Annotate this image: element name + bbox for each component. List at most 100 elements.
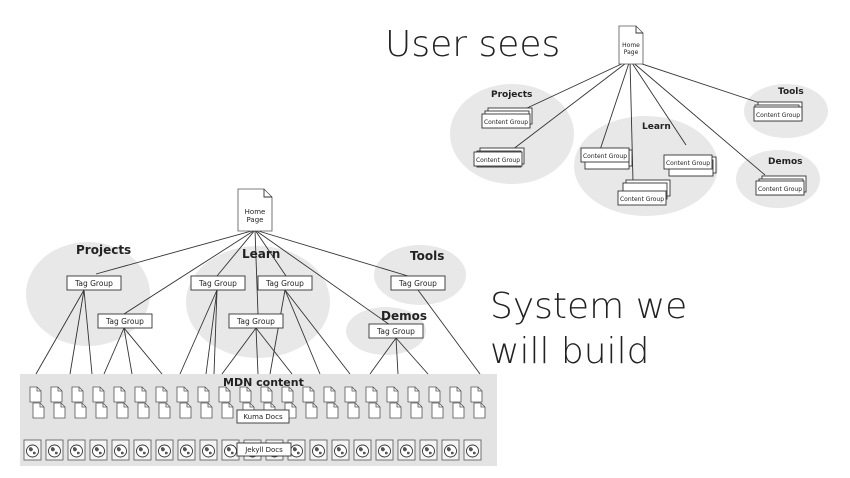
doc-sheet-icon <box>281 386 294 403</box>
top-connector-lines <box>509 59 766 183</box>
doc-sheet-icon <box>368 402 381 419</box>
bottom-label-learn: Learn <box>242 247 280 261</box>
tag-group-learn-1: Tag Group <box>190 275 246 291</box>
headline-user-sees: User sees <box>385 24 560 65</box>
globe-icon <box>89 439 108 461</box>
doc-sheet-icon <box>158 402 171 419</box>
globe-icon <box>463 439 482 461</box>
bottom-label-tools: Tools <box>410 249 444 263</box>
tag-group-learn-3: Tag Group <box>228 313 284 329</box>
tag-group-learn-2: Tag Group <box>257 275 313 291</box>
top-label-learn: Learn <box>642 122 671 132</box>
globe-icon <box>23 439 42 461</box>
globe-icon <box>309 439 328 461</box>
globe-icon <box>397 439 416 461</box>
tag-group-label: Tag Group <box>265 279 304 288</box>
globe-icon <box>111 439 130 461</box>
top-content-group-tools: Content Group <box>753 101 803 122</box>
doc-sheet-icon <box>218 386 231 403</box>
globe-icon <box>221 439 240 461</box>
top-group-learn-ellipse <box>574 116 718 216</box>
content-group-label: Content Group <box>583 153 627 160</box>
tag-group-label: Tag Group <box>398 279 437 288</box>
top-content-group-learn-3: Content Group <box>617 179 671 206</box>
doc-sheet-icon <box>431 402 444 419</box>
content-group-label: Content Group <box>758 186 802 193</box>
kuma-docs-box: Kuma Docs <box>236 409 290 424</box>
top-home-label-1: Home <box>622 42 640 49</box>
tag-group-projects-2: Tag Group <box>97 313 153 329</box>
globe-icon <box>155 439 174 461</box>
headline-system-line-1: System we <box>490 286 687 327</box>
doc-sheet-icon <box>176 386 189 403</box>
doc-sheet-icon <box>473 402 486 419</box>
headline-system-line-2: will build <box>490 331 649 372</box>
doc-sheet-icon <box>449 386 462 403</box>
content-group-label: Content Group <box>476 157 520 164</box>
doc-sheet-icon <box>95 402 108 419</box>
content-group-label: Content Group <box>484 119 528 126</box>
tag-group-projects-1: Tag Group <box>66 275 122 291</box>
tag-group-demos: Tag Group <box>368 323 424 339</box>
doc-sheet-icon <box>386 386 399 403</box>
globe-icon <box>331 439 350 461</box>
top-home-page-icon: Home Page <box>618 25 644 65</box>
top-content-group-learn-1: Content Group <box>580 147 633 170</box>
doc-sheet-icon <box>389 402 402 419</box>
doc-sheet-icon <box>74 402 87 419</box>
doc-sheet-icon <box>200 402 213 419</box>
content-group-label: Content Group <box>756 112 800 119</box>
bottom-tag-to-doc-lines <box>35 289 481 375</box>
doc-sheet-icon <box>134 386 147 403</box>
doc-sheet-icon <box>428 386 441 403</box>
top-home-label-2: Page <box>624 49 639 56</box>
doc-sheet-icon <box>260 386 273 403</box>
globe-icon <box>199 439 218 461</box>
tag-group-label: Tag Group <box>198 279 237 288</box>
top-label-demos: Demos <box>768 157 803 167</box>
doc-sheet-icon <box>221 402 234 419</box>
tag-group-label: Tag Group <box>376 327 415 336</box>
top-content-group-projects-1: Content Group <box>481 107 533 129</box>
top-content-group-projects-2: Content Group <box>473 147 525 168</box>
doc-sheet-icon <box>50 386 63 403</box>
doc-sheet-icon <box>326 402 339 419</box>
jekyll-docs-box: Jekyll Docs <box>236 442 292 457</box>
bottom-top-connector-lines <box>95 229 409 326</box>
doc-sheet-icon <box>155 386 168 403</box>
bottom-label-demos: Demos <box>381 309 427 323</box>
doc-sheet-icon <box>71 386 84 403</box>
doc-sheet-icon <box>29 386 42 403</box>
kuma-docs-label: Kuma Docs <box>243 413 283 421</box>
globe-icon <box>353 439 372 461</box>
doc-sheet-icon <box>344 386 357 403</box>
top-label-projects: Projects <box>491 90 532 100</box>
mdn-content-label: MDN content <box>223 376 304 389</box>
globe-icon <box>67 439 86 461</box>
globe-icon <box>45 439 64 461</box>
bottom-label-projects: Projects <box>76 243 131 257</box>
doc-sheet-icon <box>470 386 483 403</box>
doc-sheet-icon <box>137 402 150 419</box>
bottom-home-page-icon: Home Page <box>237 188 273 232</box>
doc-sheet-icon <box>53 402 66 419</box>
jekyll-docs-label: Jekyll Docs <box>244 446 283 454</box>
tag-group-label: Tag Group <box>74 279 113 288</box>
doc-sheet-icon <box>113 386 126 403</box>
tag-group-label: Tag Group <box>105 317 144 326</box>
doc-sheet-icon <box>32 402 45 419</box>
doc-sheet-icon <box>407 386 420 403</box>
doc-sheet-icon <box>302 386 315 403</box>
globe-icon <box>375 439 394 461</box>
tag-group-tools: Tag Group <box>390 275 446 291</box>
globe-icon <box>441 439 460 461</box>
bottom-home-label-1: Home <box>245 208 266 216</box>
doc-sheet-icon <box>323 386 336 403</box>
top-label-tools: Tools <box>778 87 804 97</box>
tag-group-label: Tag Group <box>236 317 275 326</box>
doc-sheet-icon <box>347 402 360 419</box>
doc-sheet-icon <box>365 386 378 403</box>
globe-icon <box>177 439 196 461</box>
doc-sheet-icon <box>239 386 252 403</box>
